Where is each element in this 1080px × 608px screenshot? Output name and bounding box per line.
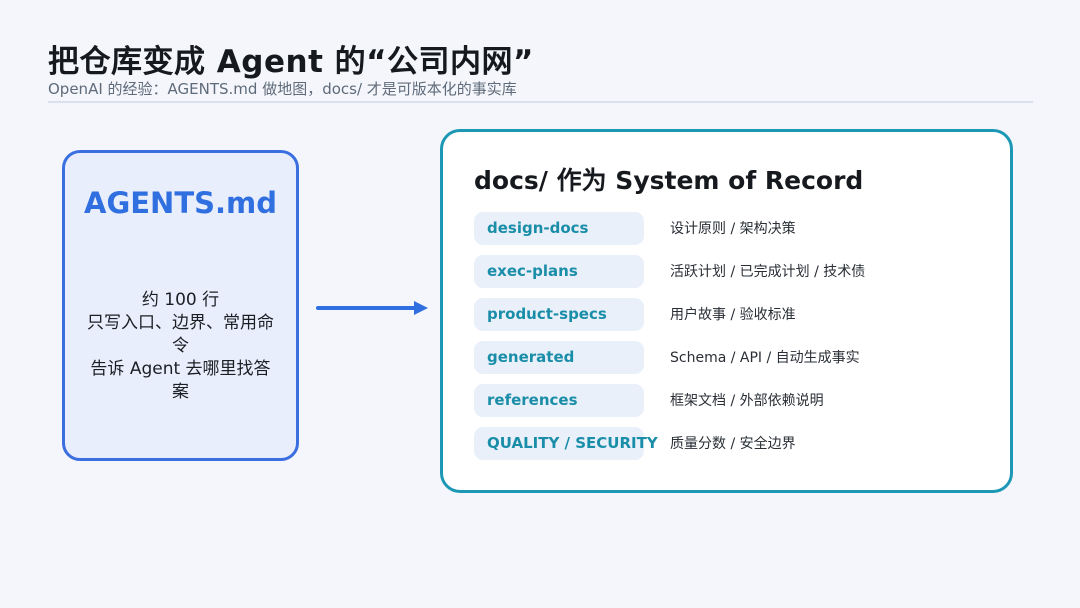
- page-subtitle: OpenAI 的经验：AGENTS.md 做地图，docs/ 才是可版本化的事实…: [48, 80, 517, 98]
- docs-row-description: 活跃计划 / 已完成计划 / 技术债: [670, 264, 866, 280]
- docs-row-product-specs: product-specs 用户故事 / 验收标准: [474, 298, 984, 332]
- docs-row-label: product-specs: [474, 298, 644, 331]
- docs-row-description: 设计原则 / 架构决策: [670, 221, 796, 237]
- docs-row-description: 框架文档 / 外部依赖说明: [670, 393, 824, 409]
- agents-md-line: 告诉 Agent 去哪里找答案: [90, 359, 271, 402]
- docs-row-label: generated: [474, 341, 644, 374]
- header-divider: [48, 101, 1033, 103]
- docs-card: docs/ 作为 System of Record design-docs 设计…: [440, 129, 1013, 493]
- docs-row-description: 用户故事 / 验收标准: [670, 307, 796, 323]
- docs-row-design-docs: design-docs 设计原则 / 架构决策: [474, 212, 984, 246]
- docs-row-label: design-docs: [474, 212, 644, 245]
- agents-md-description: 约 100 行 只写入口、边界、常用命令 告诉 Agent 去哪里找答案: [85, 289, 276, 404]
- docs-row-exec-plans: exec-plans 活跃计划 / 已完成计划 / 技术债: [474, 255, 984, 289]
- docs-row-description: 质量分数 / 安全边界: [670, 436, 796, 452]
- right-arrow-icon: [316, 301, 428, 315]
- agents-md-card: AGENTS.md 约 100 行 只写入口、边界、常用命令 告诉 Agent …: [62, 150, 299, 461]
- agents-md-line: 只写入口、边界、常用命令: [87, 313, 274, 356]
- docs-row-quality-security: QUALITY / SECURITY 质量分数 / 安全边界: [474, 427, 984, 461]
- docs-row-references: references 框架文档 / 外部依赖说明: [474, 384, 984, 418]
- agents-md-line: 约 100 行: [141, 290, 220, 310]
- docs-row-generated: generated Schema / API / 自动生成事实: [474, 341, 984, 375]
- docs-row-description: Schema / API / 自动生成事实: [670, 350, 860, 366]
- docs-row-label: references: [474, 384, 644, 417]
- docs-row-label: exec-plans: [474, 255, 644, 288]
- docs-card-title: docs/ 作为 System of Record: [474, 166, 864, 195]
- docs-row-label: QUALITY / SECURITY: [474, 427, 658, 460]
- agents-md-title: AGENTS.md: [84, 186, 277, 220]
- page-title: 把仓库变成 Agent 的“公司内网”: [48, 44, 534, 80]
